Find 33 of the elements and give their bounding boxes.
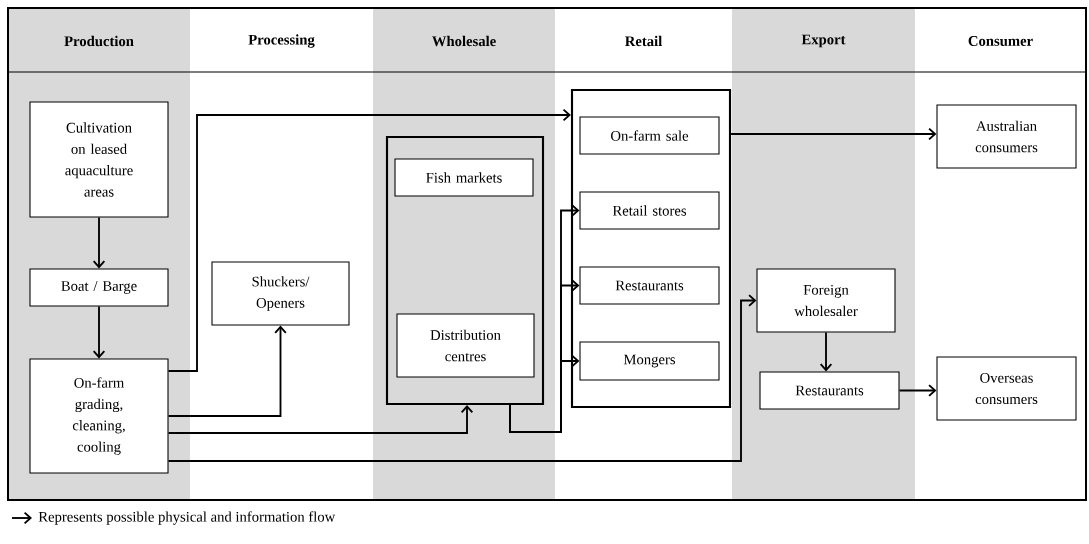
process-box: Restaurants	[579, 266, 720, 305]
column-heading: Export	[801, 34, 846, 48]
arrow	[898, 384, 937, 397]
process-box: Boat / Barge	[29, 268, 169, 307]
column-heading: Production	[64, 35, 134, 47]
legend-text: Represents possible physical and information flow	[38, 511, 336, 525]
process-box: Retail stores	[579, 191, 720, 230]
process-box: Overseas consumers	[936, 356, 1077, 421]
process-box: On-farm sale	[579, 116, 720, 155]
arrow	[819, 331, 833, 372]
arrow	[730, 127, 937, 141]
process-box: On-farm grading, cleaning, cooling	[29, 358, 169, 474]
group-box	[570, 88, 732, 409]
arrow	[509, 354, 580, 433]
process-box: Australian consumers	[936, 104, 1077, 169]
arrow	[92, 216, 106, 269]
arrow	[92, 305, 106, 359]
process-box: Foreign wholesaler	[756, 268, 896, 333]
process-box: Fish markets	[394, 158, 534, 197]
arrow	[167, 405, 474, 434]
column-heading: Retail	[625, 35, 662, 47]
column-heading: Wholesale	[432, 35, 496, 47]
arrow	[167, 108, 571, 372]
process-box: Cultivation on leased aquaculture areas	[29, 101, 169, 218]
group-box	[385, 135, 545, 406]
arrow	[167, 294, 757, 462]
column-heading: Processing	[248, 34, 315, 48]
process-box: Distribution centres	[396, 313, 535, 378]
process-box: Restaurants	[759, 371, 900, 410]
process-box: Mongers	[579, 341, 720, 381]
arrow	[167, 325, 287, 417]
process-box: Shuckers/ Openers	[211, 261, 350, 326]
column-heading: Consumer	[968, 36, 1033, 46]
